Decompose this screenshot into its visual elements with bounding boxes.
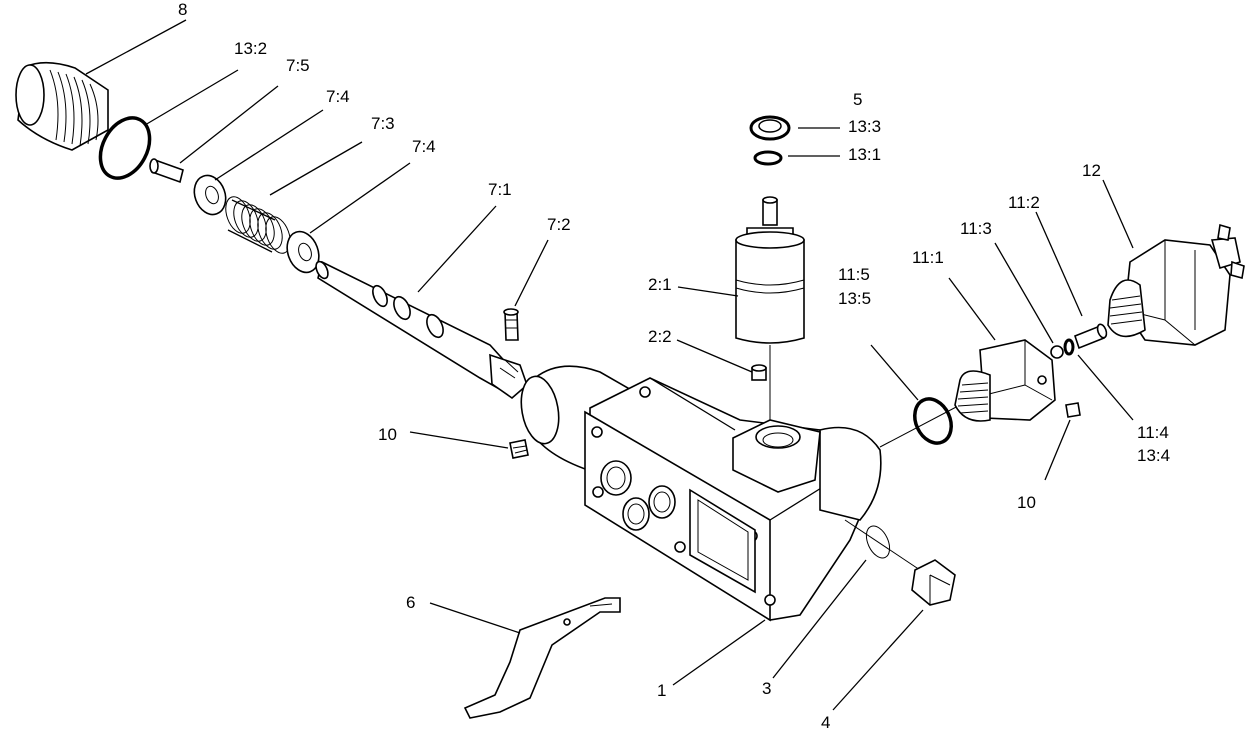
- label-13-5: 13:5: [838, 289, 871, 308]
- part-13-1-o-ring: [753, 150, 783, 166]
- part-7-2-screw: [503, 308, 519, 341]
- part-11-2-pin: [1074, 323, 1108, 350]
- label-13-4: 13:4: [1137, 446, 1170, 465]
- leader-lines: [85, 19, 1134, 711]
- label-11-5: 11:5: [838, 265, 870, 284]
- label-11-3: 11:3: [960, 219, 992, 238]
- part-4-plug: [911, 559, 956, 606]
- label-5: 5: [853, 90, 862, 109]
- part-8-threaded-cap: [15, 61, 109, 151]
- label-11-4: 11:4: [1137, 423, 1169, 442]
- label-6: 6: [406, 593, 415, 612]
- label-13-1: 13:1: [848, 145, 881, 164]
- label-2-1: 2:1: [648, 275, 672, 294]
- label-7-2: 7:2: [547, 215, 571, 234]
- part-6-lever: [463, 597, 621, 719]
- label-8: 8: [178, 0, 187, 19]
- label-7-3: 7:3: [371, 114, 395, 133]
- part-7-4-washer-lower: [286, 230, 320, 274]
- label-11-1: 11:1: [912, 248, 944, 267]
- label-4: 4: [821, 713, 830, 732]
- part-10-set-screw-right: [1065, 402, 1081, 418]
- label-7-5: 7:5: [286, 56, 310, 75]
- label-3: 3: [762, 679, 771, 698]
- part-2-2-plug: [751, 364, 767, 381]
- part-2-1-cartridge: [735, 196, 805, 344]
- label-13-3: 13:3: [848, 117, 881, 136]
- part-13-2-o-ring: [98, 116, 152, 180]
- label-7-1: 7:1: [488, 180, 512, 199]
- part-11-5-o-ring: [913, 397, 953, 445]
- label-13-2: 13:2: [234, 39, 267, 58]
- part-5-top-ring: [749, 115, 791, 141]
- label-1: 1: [657, 681, 666, 700]
- callout-labels: 8 13:2 7:5 7:4 7:3 7:4 7:1 7:2 5 13:3 13…: [178, 0, 1170, 732]
- part-12-pressure-switch: [1107, 223, 1245, 346]
- label-7-4-lower: 7:4: [412, 137, 436, 156]
- part-7-1-spool: [315, 260, 528, 400]
- part-3-seal: [865, 525, 891, 559]
- label-2-2: 2:2: [648, 327, 672, 346]
- part-11-1-fitting: [954, 339, 1056, 422]
- label-7-4-upper: 7:4: [326, 87, 350, 106]
- label-12: 12: [1082, 161, 1101, 180]
- label-10-left: 10: [378, 425, 397, 444]
- part-7-4-washer-upper: [193, 174, 227, 216]
- part-7-5-pin: [149, 158, 184, 184]
- part-7-3-spring: [225, 196, 291, 254]
- part-11-3-ball: [1050, 345, 1064, 359]
- label-10-right: 10: [1017, 493, 1036, 512]
- part-10-set-screw-left: [509, 439, 529, 459]
- part-11-4-ring: [1063, 338, 1075, 356]
- part-1-valve-body: [520, 365, 882, 622]
- label-11-2: 11:2: [1008, 193, 1040, 212]
